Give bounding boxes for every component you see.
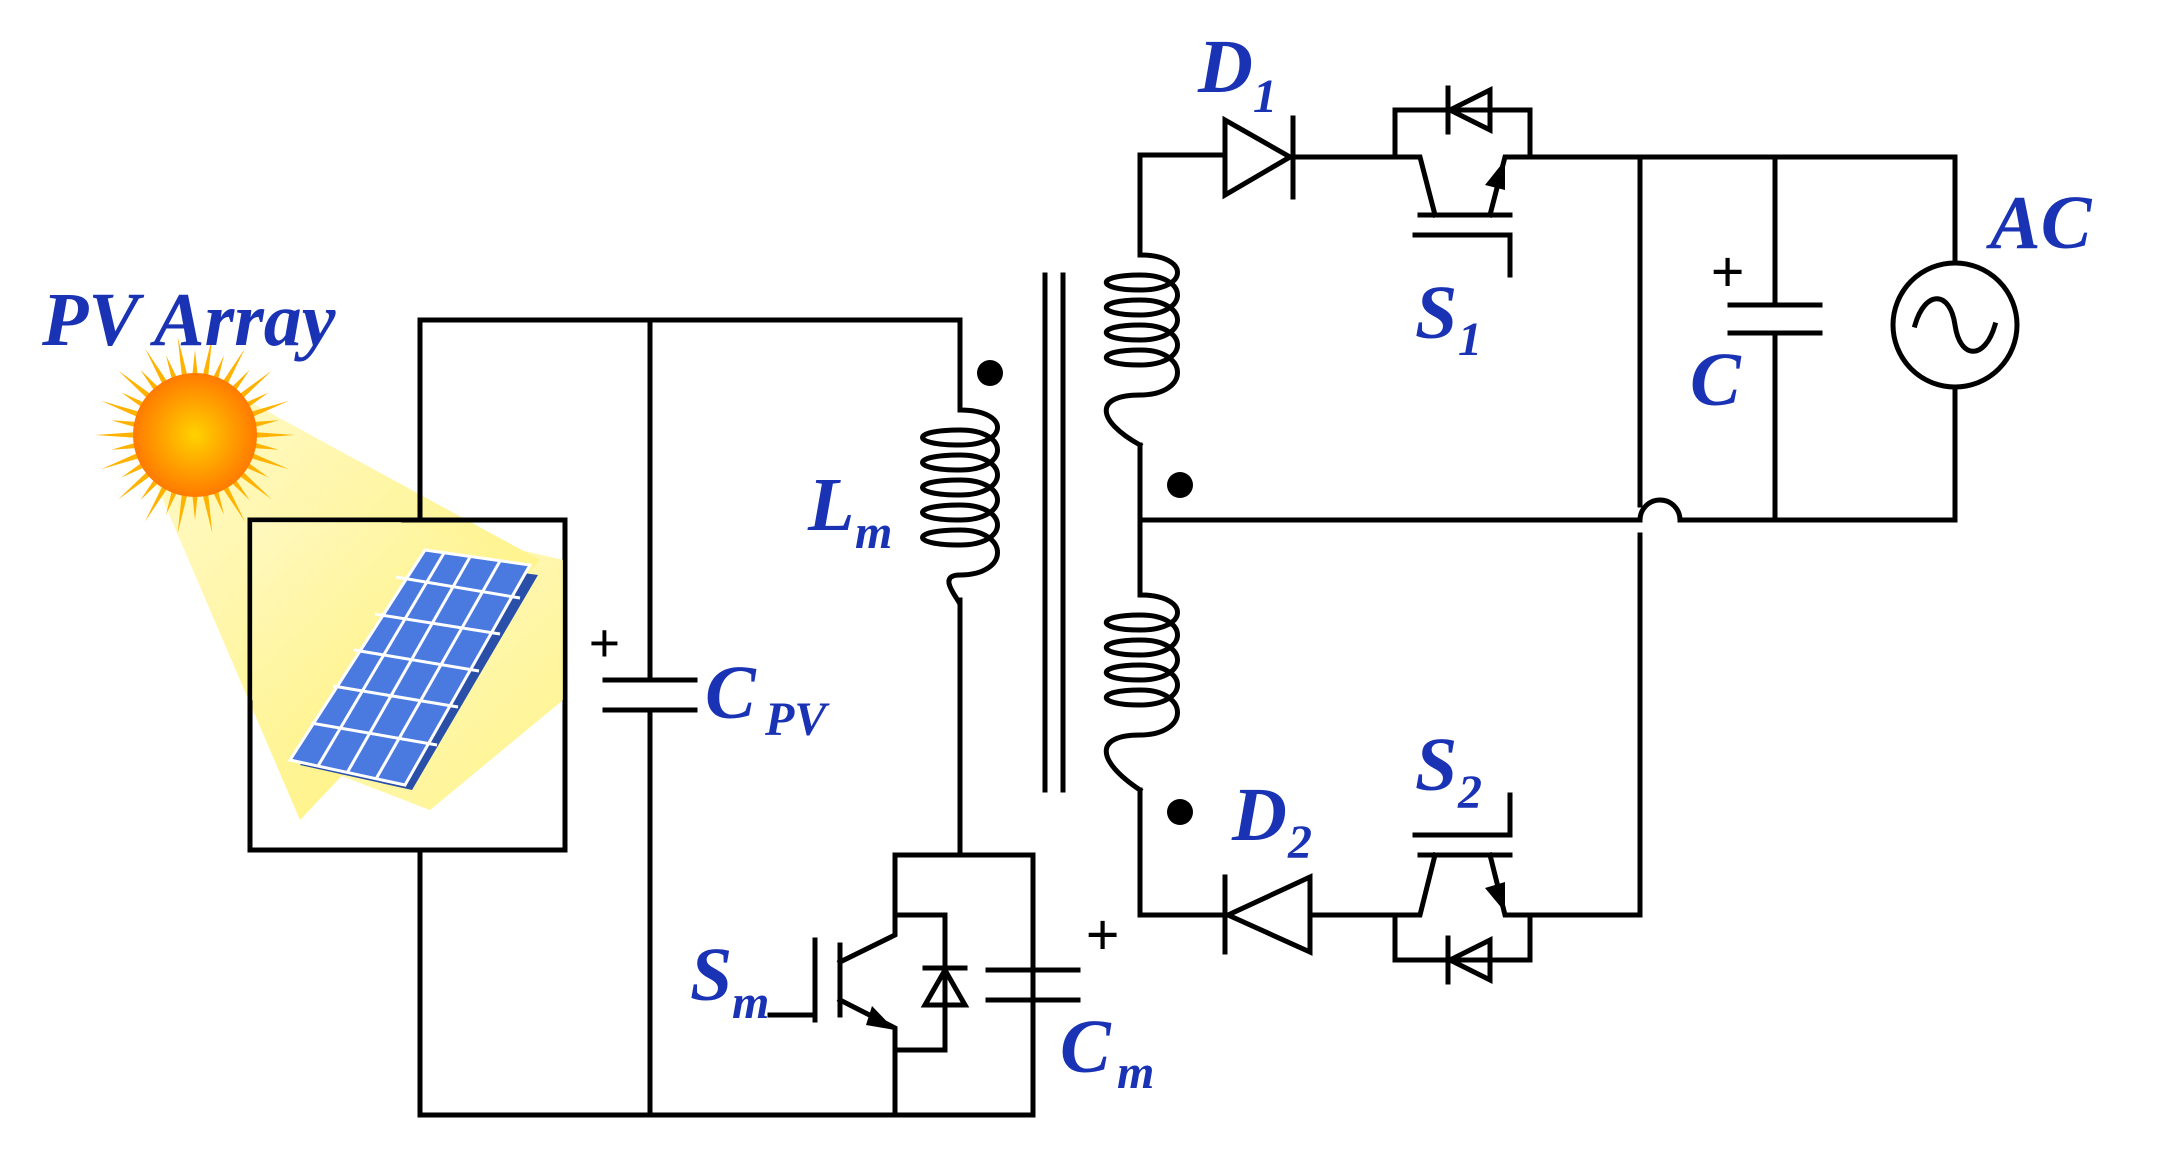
upper-secondary-dot (1167, 472, 1193, 498)
sun-ray (252, 432, 295, 438)
sun-ray (237, 470, 272, 500)
sun-ray (202, 336, 213, 379)
sun-ray (243, 461, 269, 478)
sun-ray (202, 491, 213, 534)
inductor-lm: L m (807, 317, 1003, 608)
sun-ray (118, 470, 153, 500)
s1-label-sub: 1 (1458, 313, 1482, 366)
lower-secondary-dot (1167, 799, 1193, 825)
ac-source: AC (1890, 181, 2093, 390)
lm-dot (977, 360, 1003, 386)
sun-ray (121, 392, 147, 409)
d2-label: D (1231, 773, 1287, 857)
pv-array: PV Array (41, 278, 568, 853)
sun-ray (111, 442, 139, 450)
sun-ray (192, 350, 198, 378)
sun-ray (145, 483, 169, 522)
capacitor-cm: + C m (985, 852, 1154, 1118)
sun-ray (251, 442, 279, 450)
lm-label-sub: m (855, 506, 892, 559)
sun-ray (230, 477, 250, 501)
s2-label-sub: 2 (1457, 766, 1482, 819)
s2-label: S (1415, 723, 1457, 807)
sun-ray (221, 483, 245, 522)
sun-ray (140, 477, 160, 501)
capacitor-c-out: + C (1690, 239, 1823, 422)
sun-ray (248, 400, 289, 418)
sm-label-sub: m (732, 976, 769, 1029)
pv-box (247, 517, 568, 853)
sun-ray (145, 348, 169, 387)
sun-ray (165, 488, 178, 515)
sun-ray (230, 369, 250, 393)
sm-label: S (690, 933, 732, 1017)
sun-ray (118, 370, 153, 400)
sun-core (133, 373, 257, 497)
switch-s2: S 2 (1392, 723, 1643, 985)
cpv-label: C (705, 651, 757, 735)
sun-ray (248, 452, 289, 470)
secondary-upper (1103, 152, 1228, 498)
switch-sm: S m (690, 852, 1036, 1118)
sun-ray (95, 432, 138, 438)
sun-ray (177, 491, 188, 534)
sun-ray (243, 392, 269, 409)
pv-array-label: PV Array (41, 278, 336, 362)
cm-label-sub: m (1117, 1046, 1154, 1099)
cm-label: C (1060, 1005, 1112, 1089)
center-tap (1137, 497, 1958, 523)
sun-ray (165, 355, 178, 382)
transformer-core (1042, 272, 1066, 793)
d1-label: D (1197, 25, 1253, 109)
capacitor-cpv: + C PV (588, 613, 830, 746)
sun-ray (192, 492, 198, 520)
sun-ray (212, 355, 225, 382)
lm-label: L (807, 463, 854, 547)
sun-icon (95, 336, 295, 534)
sun-ray (121, 461, 147, 478)
ac-label: AC (1986, 181, 2093, 265)
cpv-plus: + (588, 613, 620, 675)
cm-plus: + (1085, 902, 1119, 968)
switch-s1: S 1 (1392, 85, 1958, 366)
sun-ray (111, 420, 139, 428)
solar-panel-icon (287, 548, 538, 790)
sun-ray (140, 369, 160, 393)
sun-ray (237, 370, 272, 400)
cpv-label-sub: PV (764, 693, 830, 746)
sun-ray (177, 336, 188, 379)
sun-ray (101, 400, 142, 418)
sine-wave-icon (1911, 296, 1999, 354)
sun-ray (221, 348, 245, 387)
sun-ray (101, 452, 142, 470)
sun-ray (251, 420, 279, 428)
c-out-label: C (1690, 338, 1742, 422)
secondary-lower (1103, 442, 1228, 918)
diode-d2: D 2 (1221, 773, 1398, 956)
d2-label-sub: 2 (1287, 816, 1312, 869)
d1-label-sub: 1 (1253, 70, 1277, 123)
output-wiring (1637, 154, 1958, 918)
sun-ray (212, 488, 225, 515)
c-out-plus: + (1710, 239, 1744, 305)
s1-label: S (1415, 271, 1457, 355)
diode-d1: D 1 (1197, 25, 1398, 200)
